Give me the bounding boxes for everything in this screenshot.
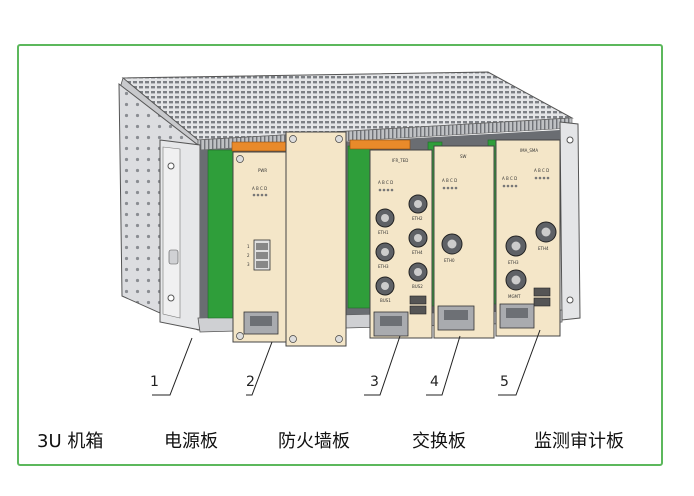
firewall-blank-plate: [285, 131, 347, 347]
firewall-led-label: A B C D: [378, 180, 393, 185]
switch-connector: [441, 233, 463, 255]
switch-handle: [437, 305, 475, 331]
fw-eth2-label: ETH2: [412, 216, 423, 221]
fw-bus1-label: BUS1: [380, 298, 391, 303]
callout-2: 2: [246, 374, 255, 390]
fw-eth1-label: ETH1: [378, 230, 389, 235]
fw-eth3-label: ETH3: [378, 264, 389, 269]
firewall-panel-label: IFR_TED: [392, 158, 408, 163]
switch-panel-label: SW: [460, 154, 467, 159]
callout-3: 3: [370, 374, 379, 390]
callout-4: 4: [430, 374, 439, 390]
audit-panel-label: IMA_SMA: [520, 148, 538, 153]
power-pin-3: 3: [247, 262, 250, 267]
audit-led-label-left: A B C D: [502, 176, 517, 181]
switch-panel: SW A B C D ETH0: [433, 145, 495, 339]
power-pin-1: 1: [247, 244, 250, 249]
switch-led-label: A B C D: [442, 178, 457, 183]
switch-leds: [442, 186, 458, 190]
fw-eth4-label: ETH4: [412, 250, 423, 255]
audit-panel: IMA_SMA A B C D A B C D ETH4 ETH3 MGMT: [495, 139, 561, 337]
pwr-led-label: A B C D: [252, 186, 267, 191]
audit-mgmt-label: MGMT: [508, 294, 521, 299]
caption-chassis: 3U 机箱: [37, 431, 104, 452]
audit-connectors: [505, 221, 557, 291]
pwr-panel-label: PWR: [258, 168, 267, 173]
caption-power-board: 电源板: [164, 431, 218, 452]
audit-leds: [502, 176, 550, 188]
pwr-handle: [243, 311, 279, 335]
audit-eth4-label: ETH4: [538, 246, 549, 251]
figure-border: [17, 44, 663, 466]
pwr-panel: PWR A B C D 1 2 3: [232, 151, 292, 343]
power-pin-2: 2: [247, 253, 250, 258]
audit-led-label-right: A B C D: [534, 168, 549, 173]
caption-audit-board: 监测审计板: [534, 431, 624, 452]
audit-eth3-label: ETH3: [508, 260, 519, 265]
firewall-leds: [378, 188, 394, 192]
sw-eth0-label: ETH0: [444, 258, 455, 263]
fw-bus2-label: BUS2: [412, 284, 423, 289]
firewall-handle: [373, 311, 409, 337]
power-terminal: [253, 239, 271, 271]
callout-1: 1: [150, 374, 159, 390]
leader-lines: [152, 329, 541, 396]
firewall-connectors: [375, 194, 428, 296]
caption-firewall-board: 防火墙板: [278, 431, 350, 452]
chassis-side: [118, 82, 201, 331]
chassis-right-ear: [559, 121, 581, 321]
audit-handle: [499, 303, 535, 329]
callout-5: 5: [500, 374, 509, 390]
firewall-panel: IFR_TED A B C D ETH2 ETH1 ETH4 ETH3 BUS1…: [369, 149, 433, 339]
pwr-leds: [252, 193, 268, 197]
caption-switch-board: 交换板: [412, 431, 466, 452]
